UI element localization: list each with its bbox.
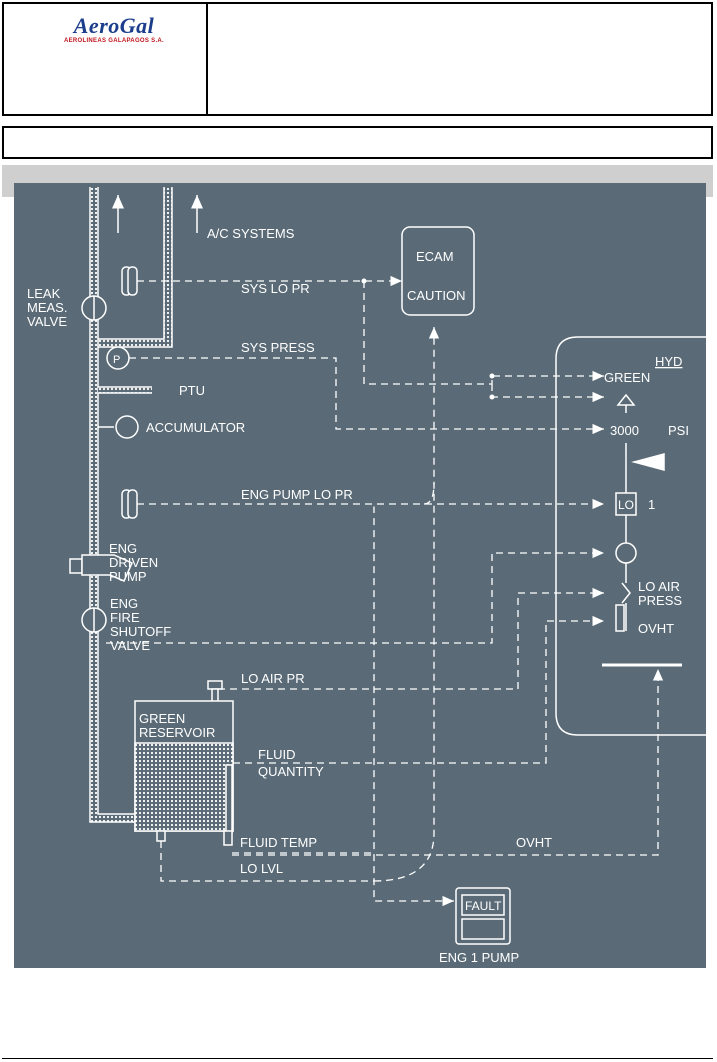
eng-fire-label-1: ENG xyxy=(110,596,138,611)
ovht-panel-label: OVHT xyxy=(638,621,674,636)
eng-driven-label-1: ENG xyxy=(109,541,137,556)
components xyxy=(69,226,637,945)
lo-air-label-1: LO AIR xyxy=(638,579,680,594)
caution-label: CAUTION xyxy=(407,288,466,303)
hyd-label: HYD xyxy=(655,354,682,369)
lo-indicator-label: LO xyxy=(618,498,634,512)
junction-dots xyxy=(361,278,495,400)
psi-value: 3000 xyxy=(610,423,639,438)
green-reservoir-label-2: RESERVOIR xyxy=(139,725,215,740)
lo-air-pr-label: LO AIR PR xyxy=(241,671,305,686)
leak-label-3: VALVE xyxy=(27,314,67,329)
header-subtitle-bar xyxy=(2,126,713,159)
eng-fire-label-4: VALVE xyxy=(110,638,150,653)
logo-subtitle: AEROLINEAS GALAPAGOS S.A. xyxy=(63,38,165,44)
ecam-label: ECAM xyxy=(416,249,454,264)
aerogal-logo: AeroGal AEROLINEAS GALAPAGOS S.A. xyxy=(44,14,184,64)
pressure-symbol: P xyxy=(113,354,120,366)
psi-unit: PSI xyxy=(668,423,689,438)
lo-lvl-label: LO LVL xyxy=(240,861,283,876)
fluid-temp-label: FLUID TEMP xyxy=(240,835,317,850)
ecam-panel xyxy=(555,336,706,736)
green-label: GREEN xyxy=(604,370,650,385)
ac-systems-label: A/C SYSTEMS xyxy=(207,226,295,241)
eng-driven-label-3: PUMP xyxy=(109,569,147,584)
fluid-quantity-label: QUANTITY xyxy=(258,764,324,779)
ptu-label: PTU xyxy=(179,383,205,398)
document-header: AeroGal AEROLINEAS GALAPAGOS S.A. xyxy=(2,2,713,116)
hydraulic-schematic: A/C SYSTEMS ECAM CAUTION SYS LO PR LEAK … xyxy=(27,187,706,965)
system-arrows xyxy=(112,195,203,233)
accumulator-label: ACCUMULATOR xyxy=(146,420,245,435)
eng1-pump-label: ENG 1 PUMP xyxy=(439,950,519,965)
engine-one-label: 1 xyxy=(648,497,655,512)
hydraulic-diagram: A/C SYSTEMS ECAM CAUTION SYS LO PR LEAK … xyxy=(14,183,706,968)
leak-label-1: LEAK xyxy=(27,286,61,301)
fluid-label: FLUID xyxy=(258,747,296,762)
eng-pump-lo-pr-label: ENG PUMP LO PR xyxy=(241,487,353,502)
signal-lines xyxy=(106,275,664,907)
fault-light-label: FAULT xyxy=(465,899,502,913)
eng-driven-label-2: DRIVEN xyxy=(109,555,158,570)
sys-lo-pr-label: SYS LO PR xyxy=(241,281,310,296)
ovht-line-label: OVHT xyxy=(516,835,552,850)
pipe-outlines xyxy=(89,187,173,823)
logo-wordmark: AeroGal xyxy=(73,13,155,38)
green-reservoir-label-1: GREEN xyxy=(139,711,185,726)
eng-fire-label-2: FIRE xyxy=(110,610,140,625)
leak-label-2: MEAS. xyxy=(27,300,67,315)
sys-press-label: SYS PRESS xyxy=(241,340,315,355)
lo-air-label-2: PRESS xyxy=(638,593,682,608)
footer-rule xyxy=(2,1058,713,1059)
eng-fire-label-3: SHUTOFF xyxy=(110,624,171,639)
header-divider xyxy=(206,4,208,114)
